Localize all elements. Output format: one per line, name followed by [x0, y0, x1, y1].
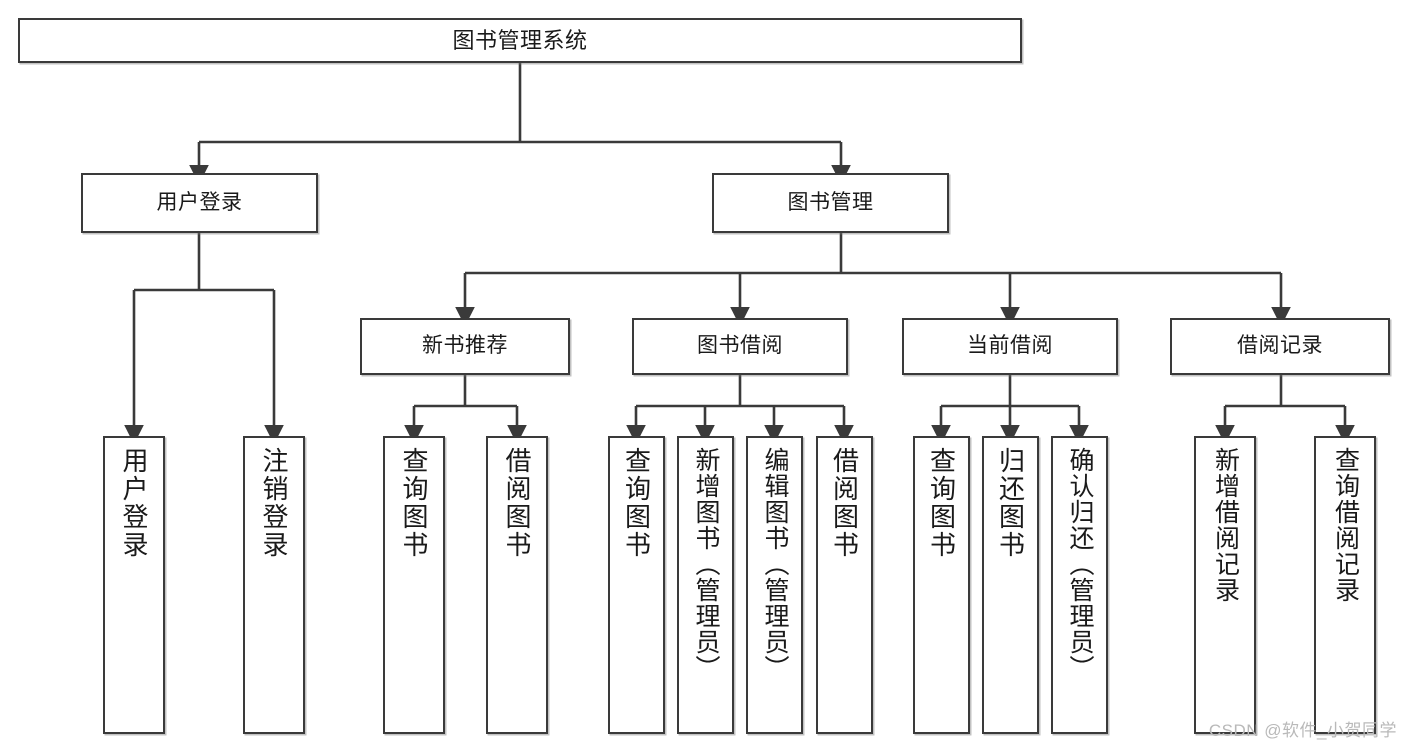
- csdn-watermark: CSDN @软件_小贺同学: [1208, 721, 1397, 740]
- node-current-borrow[interactable]: 当前借阅: [902, 318, 1118, 375]
- node-label: 借阅记录: [1237, 334, 1323, 358]
- node-borrow-records[interactable]: 借阅记录: [1170, 318, 1390, 375]
- node-leaf-query-book-recommend[interactable]: 查询图书: [383, 436, 445, 734]
- node-label: 借阅图书: [502, 447, 532, 559]
- node-label: 查询图书: [926, 447, 957, 559]
- node-label: 查询图书: [399, 447, 429, 559]
- node-label: 查询借阅记录: [1331, 447, 1360, 603]
- node-label: 用户登录: [119, 447, 149, 559]
- node-leaf-borrow-book-recommend[interactable]: 借阅图书: [486, 436, 548, 734]
- node-label: 新书推荐: [422, 334, 508, 358]
- node-leaf-return-book[interactable]: 归还图书: [982, 436, 1039, 734]
- node-leaf-confirm-return-admin[interactable]: 确认归还（管理员）: [1051, 436, 1108, 734]
- node-label: 确认归还（管理员）: [1066, 447, 1094, 681]
- node-label: 用户登录: [156, 190, 243, 214]
- node-label: 查询图书: [621, 447, 652, 559]
- node-book-management[interactable]: 图书管理: [712, 173, 949, 233]
- node-leaf-user-login[interactable]: 用户登录: [103, 436, 165, 734]
- node-leaf-borrow-book[interactable]: 借阅图书: [816, 436, 873, 734]
- node-leaf-query-book-current[interactable]: 查询图书: [913, 436, 970, 734]
- node-label: 新增借阅记录: [1211, 447, 1240, 603]
- node-label: 图书借阅: [697, 334, 783, 358]
- node-label: 归还图书: [995, 447, 1026, 559]
- node-label: 图书管理系统: [452, 27, 588, 53]
- node-label: 当前借阅: [967, 334, 1053, 358]
- node-leaf-add-book-admin[interactable]: 新增图书（管理员）: [677, 436, 734, 734]
- node-leaf-edit-book-admin[interactable]: 编辑图书（管理员）: [746, 436, 803, 734]
- node-new-book-recommend[interactable]: 新书推荐: [360, 318, 570, 375]
- node-label: 借阅图书: [829, 447, 860, 559]
- node-label: 新增图书（管理员）: [692, 447, 720, 681]
- node-user-login[interactable]: 用户登录: [81, 173, 318, 233]
- node-book-borrow[interactable]: 图书借阅: [632, 318, 848, 375]
- node-leaf-add-borrow-record[interactable]: 新增借阅记录: [1194, 436, 1256, 734]
- node-label: 编辑图书（管理员）: [761, 447, 789, 681]
- node-leaf-query-book-borrow[interactable]: 查询图书: [608, 436, 665, 734]
- node-leaf-logout[interactable]: 注销登录: [243, 436, 305, 734]
- node-leaf-query-borrow-record[interactable]: 查询借阅记录: [1314, 436, 1376, 734]
- node-root-book-management-system[interactable]: 图书管理系统: [18, 18, 1022, 63]
- node-label: 注销登录: [259, 447, 289, 559]
- node-label: 图书管理: [787, 190, 874, 214]
